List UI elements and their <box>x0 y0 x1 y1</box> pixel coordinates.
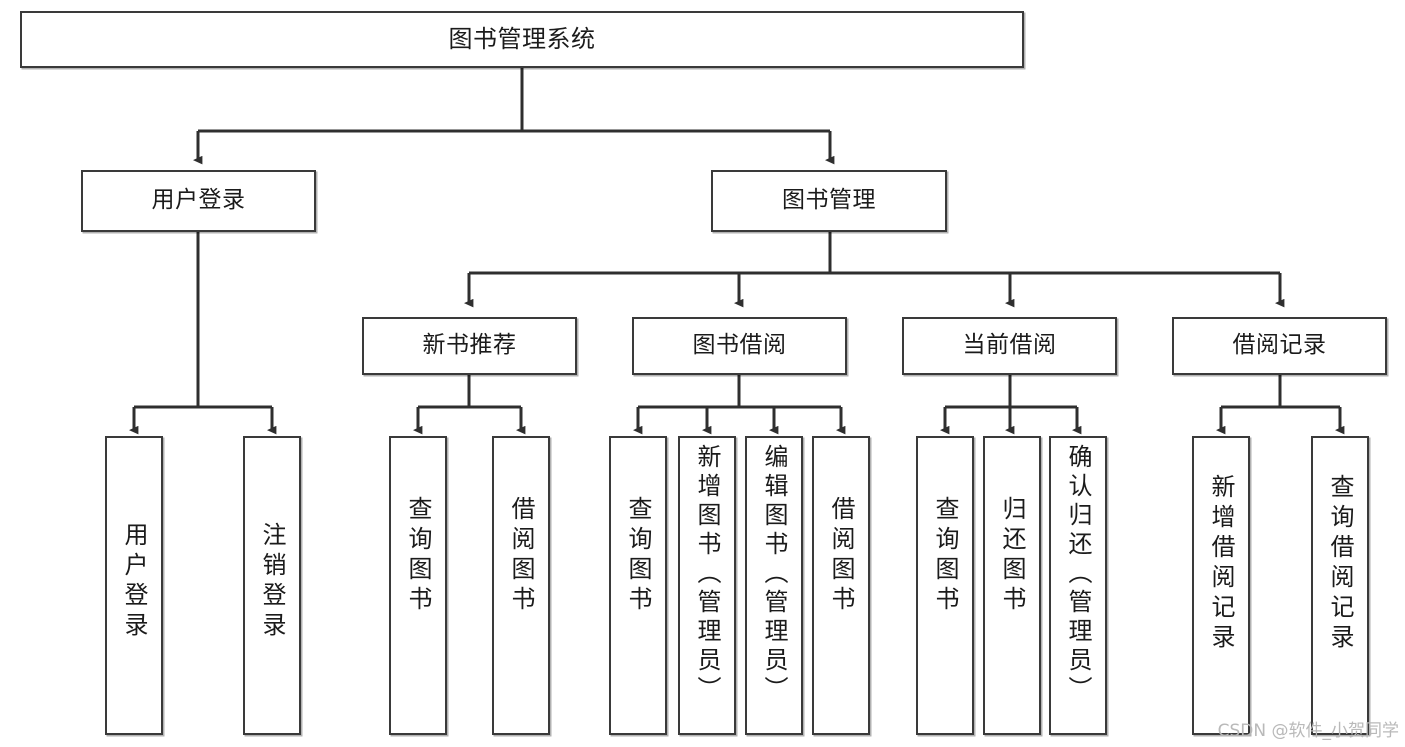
node-current-borrow[interactable]: 当前借阅 <box>902 317 1117 375</box>
node-leaf-borrow-books-recommend[interactable]: 借阅图书 <box>492 436 550 735</box>
node-borrow-record[interactable]: 借阅记录 <box>1172 317 1387 375</box>
node-book-management[interactable]: 图书管理 <box>711 170 947 232</box>
node-leaf-query-books-current[interactable]: 查询图书 <box>916 436 974 735</box>
node-label: 当前借阅 <box>962 332 1057 359</box>
node-leaf-borrow-books[interactable]: 借阅图书 <box>812 436 870 735</box>
node-label: 查询借阅记录 <box>1326 474 1354 654</box>
node-leaf-return-books[interactable]: 归还图书 <box>983 436 1041 735</box>
node-label: 借阅记录 <box>1232 332 1327 359</box>
node-new-book-recommend[interactable]: 新书推荐 <box>362 317 577 375</box>
node-leaf-query-books-borrow[interactable]: 查询图书 <box>609 436 667 735</box>
node-label: 查询图书 <box>931 496 959 616</box>
node-label: 归还图书 <box>998 496 1026 616</box>
node-leaf-add-borrow-record[interactable]: 新增借阅记录 <box>1192 436 1250 735</box>
node-label: 新增借阅记录 <box>1207 474 1235 654</box>
node-label: 确认归还（管理员） <box>1064 444 1092 705</box>
node-leaf-query-borrow-record[interactable]: 查询借阅记录 <box>1311 436 1369 735</box>
node-label: 查询图书 <box>404 496 432 616</box>
node-label: 编辑图书（管理员） <box>760 444 788 705</box>
node-book-borrow[interactable]: 图书借阅 <box>632 317 847 375</box>
node-leaf-logout[interactable]: 注销登录 <box>243 436 301 735</box>
node-label: 图书借阅 <box>692 332 787 359</box>
node-leaf-add-book-admin[interactable]: 新增图书（管理员） <box>678 436 736 735</box>
node-leaf-user-login[interactable]: 用户登录 <box>105 436 163 735</box>
node-label: 图书管理 <box>782 187 876 214</box>
node-leaf-edit-book-admin[interactable]: 编辑图书（管理员） <box>745 436 803 735</box>
node-leaf-query-books-recommend[interactable]: 查询图书 <box>389 436 447 735</box>
node-label: 用户登录 <box>120 522 148 642</box>
node-label: 借阅图书 <box>507 496 535 616</box>
node-user-login[interactable]: 用户登录 <box>81 170 316 232</box>
node-label: 查询图书 <box>624 496 652 616</box>
node-leaf-confirm-return-admin[interactable]: 确认归还（管理员） <box>1049 436 1107 735</box>
node-label: 图书管理系统 <box>448 25 596 54</box>
node-label: 注销登录 <box>258 522 286 642</box>
node-label: 借阅图书 <box>827 496 855 616</box>
node-label: 新书推荐 <box>422 332 517 359</box>
node-root-book-management-system[interactable]: 图书管理系统 <box>20 11 1024 68</box>
node-label: 用户登录 <box>151 187 246 214</box>
node-label: 新增图书（管理员） <box>693 444 721 705</box>
csdn-watermark: CSDN @软件_小贺同学 <box>1217 721 1399 741</box>
